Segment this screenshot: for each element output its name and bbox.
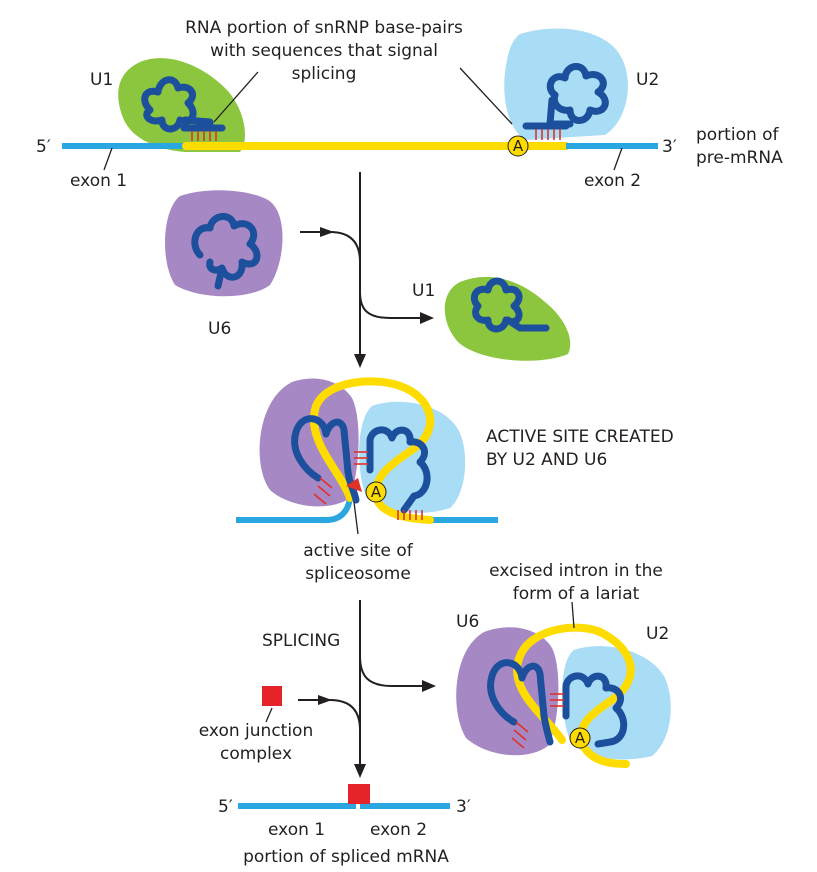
active-branch-a-label: A	[371, 483, 382, 501]
lariat-branch-a-label: A	[575, 729, 586, 747]
u6-lariat-label: U6	[456, 612, 479, 632]
u2-label: U2	[636, 70, 659, 90]
u6-free-label: U6	[208, 319, 231, 339]
exon-junction-complex-square	[262, 686, 282, 706]
u1-base-pairs	[191, 131, 217, 141]
excised-intron-label-2: form of a lariat	[513, 584, 640, 604]
active-site-of-label: active site of	[303, 541, 414, 561]
u1-released-label: U1	[412, 281, 435, 301]
active-spliceosome: A ACTIVE SITE CREATED BY U2 AND U6 activ…	[236, 377, 674, 584]
u6-lariat-protein	[456, 627, 559, 756]
callout-line-u2	[459, 67, 513, 125]
callout-line-u1	[213, 71, 259, 123]
u6-snrna	[191, 213, 261, 290]
portion-spliced-label: portion of spliced mRNA	[243, 847, 449, 867]
spliced-mrna: 5′ 3′ exon 1 exon 2 portion of spliced m…	[218, 784, 471, 867]
lariat-base-pairs	[511, 693, 564, 749]
u1-released-snrna	[470, 277, 550, 333]
excised-lariat-complex: A excised intron in the form of a lariat…	[456, 561, 671, 768]
u6-free: U6	[164, 190, 283, 339]
u2-active-snrna	[366, 426, 431, 514]
u2-lariat-snrna	[562, 672, 628, 748]
u2-lariat-label: U2	[646, 624, 669, 644]
active-site-created-label-2: BY U2 AND U6	[486, 450, 607, 470]
active-site-marker	[346, 478, 362, 492]
exon2-spliced-label: exon 2	[370, 820, 427, 840]
rna-portion-label-1: RNA portion of snRNP base-pairs	[185, 18, 463, 38]
three-prime-spliced: 3′	[456, 797, 471, 817]
spliceosome-label: spliceosome	[305, 564, 411, 584]
active-exon1	[236, 497, 353, 523]
bound-exon-junction-complex	[348, 784, 370, 804]
branch-point-a-label: A	[513, 137, 524, 155]
pre-mrna-label: pre-mRNA	[696, 148, 783, 168]
exon-junction-label-2: complex	[220, 744, 292, 764]
rna-portion-label-2: with sequences that signal	[210, 41, 438, 61]
portion-of-label: portion of	[696, 125, 780, 145]
u6-protein	[164, 190, 283, 297]
three-prime-label: 3′	[662, 137, 677, 157]
u2-base-pairs	[535, 129, 561, 140]
u1-label: U1	[90, 70, 113, 90]
active-base-pairs	[313, 451, 423, 520]
pre-mrna-panel: A RNA portion of snRNP base-pairs with s…	[36, 18, 783, 191]
active-site-callout-line	[353, 501, 359, 535]
exon-junction-complex-free: exon junction complex	[199, 686, 313, 764]
u6-lariat-snrna	[487, 659, 554, 746]
exon2-callout-line	[613, 147, 623, 171]
five-prime-label: 5′	[36, 137, 51, 157]
exon-junction-label-1: exon junction	[199, 721, 313, 741]
excised-intron-label-1: excised intron in the	[489, 561, 663, 581]
step2-arrows: SPLICING	[262, 600, 436, 778]
splicing-label: SPLICING	[262, 631, 340, 651]
five-prime-spliced: 5′	[218, 797, 233, 817]
u1-protein	[118, 58, 245, 152]
exon2-label: exon 2	[584, 171, 641, 191]
u1-released: U1	[412, 276, 571, 361]
step1-arrows	[300, 172, 434, 368]
exon1-spliced-label: exon 1	[268, 820, 325, 840]
u6-active-snrna	[291, 415, 360, 504]
branch-point-a-circle	[507, 135, 529, 157]
active-branch-a-circle	[365, 481, 387, 503]
lariat-branch-a-circle	[569, 727, 591, 749]
active-site-created-label-1: ACTIVE SITE CREATED	[486, 427, 674, 447]
exon1-callout-line	[103, 147, 113, 171]
exon1-label: exon 1	[70, 171, 127, 191]
excised-callout-line	[571, 601, 575, 629]
rna-portion-label-3: splicing	[292, 64, 357, 84]
